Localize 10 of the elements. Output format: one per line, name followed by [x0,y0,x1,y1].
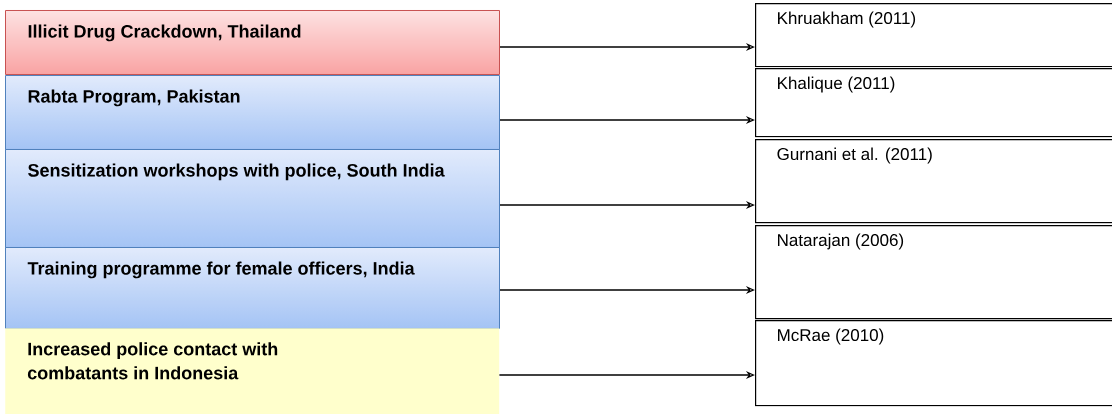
program-box: Rabta Program, Pakistan [5,75,500,150]
reference-box: Natarajan (2006) [755,225,1112,320]
program-box: Illicit Drug Crackdown, Thailand [5,10,500,75]
reference-box: McRae (2010) [755,320,1112,407]
reference-box: Khalique (2011) [755,68,1112,138]
program-box: Training programme for female officers, India [5,247,500,329]
program-box: Sensitization workshops with police, South India [5,149,500,248]
reference-box: Gurnani et al. (2011) [755,139,1112,224]
reference-box: Khruakham (2011) [755,3,1112,68]
program-box: Increased police contact with combatants in Indonesia [5,328,500,414]
